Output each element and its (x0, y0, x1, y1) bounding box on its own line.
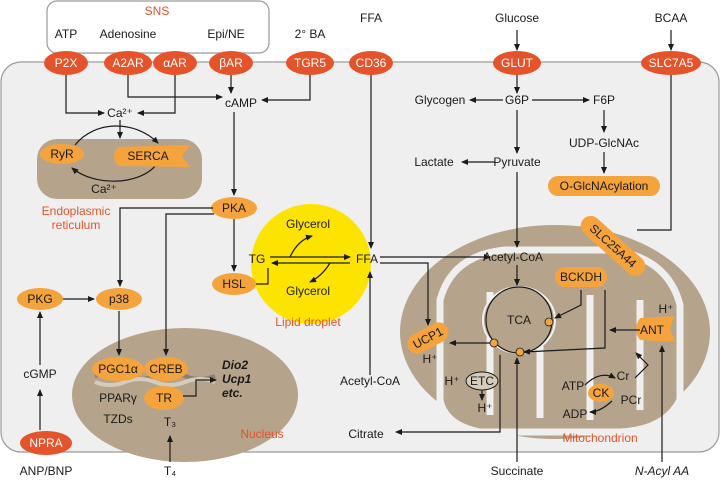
ant-label: ANT (640, 323, 665, 337)
slc7a5-label: SLC7A5 (649, 56, 694, 70)
bcaa-label: BCAA (655, 11, 688, 25)
creb-label: CREB (149, 362, 182, 376)
tr-label: TR (156, 391, 172, 405)
p38-label: p38 (109, 292, 129, 306)
betaar-receptor (209, 51, 253, 75)
nucleus: PGC1α CREB PPARγ TR TZDs T₃ Dio2 Ucp1 et… (72, 328, 298, 462)
glycogen-label: Glycogen (415, 93, 466, 107)
alphaar-label: αAR (163, 56, 187, 70)
h-ucp-label: H⁺ (423, 352, 438, 366)
nucleus-label: Nucleus (240, 427, 283, 441)
etc-label: ETC (470, 374, 494, 388)
epi-ne-ligand: Epi/NE (207, 27, 244, 41)
slc7a5-transporter (641, 51, 701, 75)
pgc1a-label: PGC1α (98, 362, 138, 376)
gene-etc: etc. (222, 386, 243, 400)
mito-acetyl-coa-label: Acetyl-CoA (483, 250, 543, 264)
cyto-acetyl-coa-label: Acetyl-CoA (340, 374, 400, 388)
lipid-droplet: TG FFA Glycerol Glycerol Lipid droplet (249, 204, 378, 329)
mitochondrion-label: Mitochondrion (562, 431, 637, 445)
tzds-label: TZDs (103, 412, 132, 426)
sns-box: SNS ATP Adenosine Epi/NE (46, 0, 270, 54)
a2ar-label: A2AR (112, 56, 144, 70)
gene-ucp1: Ucp1 (222, 372, 252, 386)
ffa-outside-label: FFA (360, 11, 382, 25)
udp-glcnac-label: UDP-GlcNAc (569, 136, 639, 150)
sns-title: SNS (145, 4, 170, 18)
citrate-label: Citrate (348, 427, 384, 441)
ppary-label: PPARγ (99, 391, 137, 405)
ck-label: CK (593, 386, 610, 400)
pathway-arrows (37, 30, 674, 462)
tca-label: TCA (507, 313, 531, 327)
lipid-droplet-label: Lipid droplet (275, 315, 341, 329)
endoplasmic-reticulum: RyR SERCA Ca²⁺ Endoplasmic reticulum (37, 125, 202, 232)
tg-label: TG (249, 252, 266, 266)
glut-transporter (493, 51, 541, 75)
ffa-droplet-label: FFA (356, 252, 378, 266)
pkg-label: PKG (27, 292, 52, 306)
atp-mito-label: ATP (562, 379, 584, 393)
npra-label: NPRA (29, 436, 62, 450)
cr-label: Cr (617, 369, 630, 383)
er-label-line1: Endoplasmic (42, 204, 111, 218)
adp-mito-label: ADP (563, 407, 588, 421)
er-ca-label: Ca²⁺ (91, 182, 117, 196)
adenosine-ligand: Adenosine (100, 27, 157, 41)
bile-acid-label: 2° BA (295, 27, 326, 41)
atp-ligand: ATP (55, 27, 77, 41)
n-acyl-aa-label: N-Acyl AA (635, 464, 689, 478)
glut-label: GLUT (501, 56, 534, 70)
lactate-label: Lactate (414, 155, 454, 169)
tgr5-label: TGR5 (294, 56, 326, 70)
p2x-receptor (44, 51, 88, 75)
h-ant-label: H⁺ (659, 302, 674, 316)
receptors: P2X A2AR αAR βAR TGR5 CD36 GLUT SLC7A5 N… (20, 51, 701, 455)
pka-label: PKA (222, 201, 246, 215)
ryr-label: RyR (50, 147, 74, 161)
er-label-line2: reticulum (52, 218, 101, 232)
f6p-label: F6P (593, 93, 615, 107)
npra-receptor (20, 431, 72, 455)
t3-label: T₃ (164, 415, 176, 429)
hsl-label: HSL (222, 277, 246, 291)
anp-bnp-label: ANP/BNP (20, 464, 73, 478)
o-glcnacylation-label: O-GlcNAcylation (560, 179, 649, 193)
p2x-label: P2X (55, 56, 78, 70)
betaar-label: βAR (219, 56, 243, 70)
bckdh-label: BCKDH (560, 270, 602, 284)
glycerol-bottom-label: Glycerol (286, 284, 330, 298)
ca-label: Ca²⁺ (107, 106, 133, 120)
camp-label: cAMP (225, 96, 257, 110)
succinate-label: Succinate (491, 464, 544, 478)
glucose-label: Glucose (495, 11, 539, 25)
g6p-label: G6P (505, 93, 529, 107)
h-etc-label: H⁺ (445, 374, 460, 388)
h-etc-out-label: H⁺ (478, 401, 493, 415)
pyruvate-label: Pyruvate (493, 155, 541, 169)
glycerol-top-label: Glycerol (286, 217, 330, 231)
pcr-label: PCr (621, 393, 642, 407)
cgmp-label: cGMP (23, 367, 56, 381)
t4-label: T₄ (164, 464, 176, 478)
gene-dio2: Dio2 (222, 358, 248, 372)
cd36-transporter (349, 51, 393, 75)
a2ar-receptor (104, 51, 152, 75)
alphaar-receptor (153, 51, 197, 75)
serca-label: SERCA (127, 149, 168, 163)
tgr5-receptor (286, 51, 334, 75)
cd36-label: CD36 (356, 56, 387, 70)
